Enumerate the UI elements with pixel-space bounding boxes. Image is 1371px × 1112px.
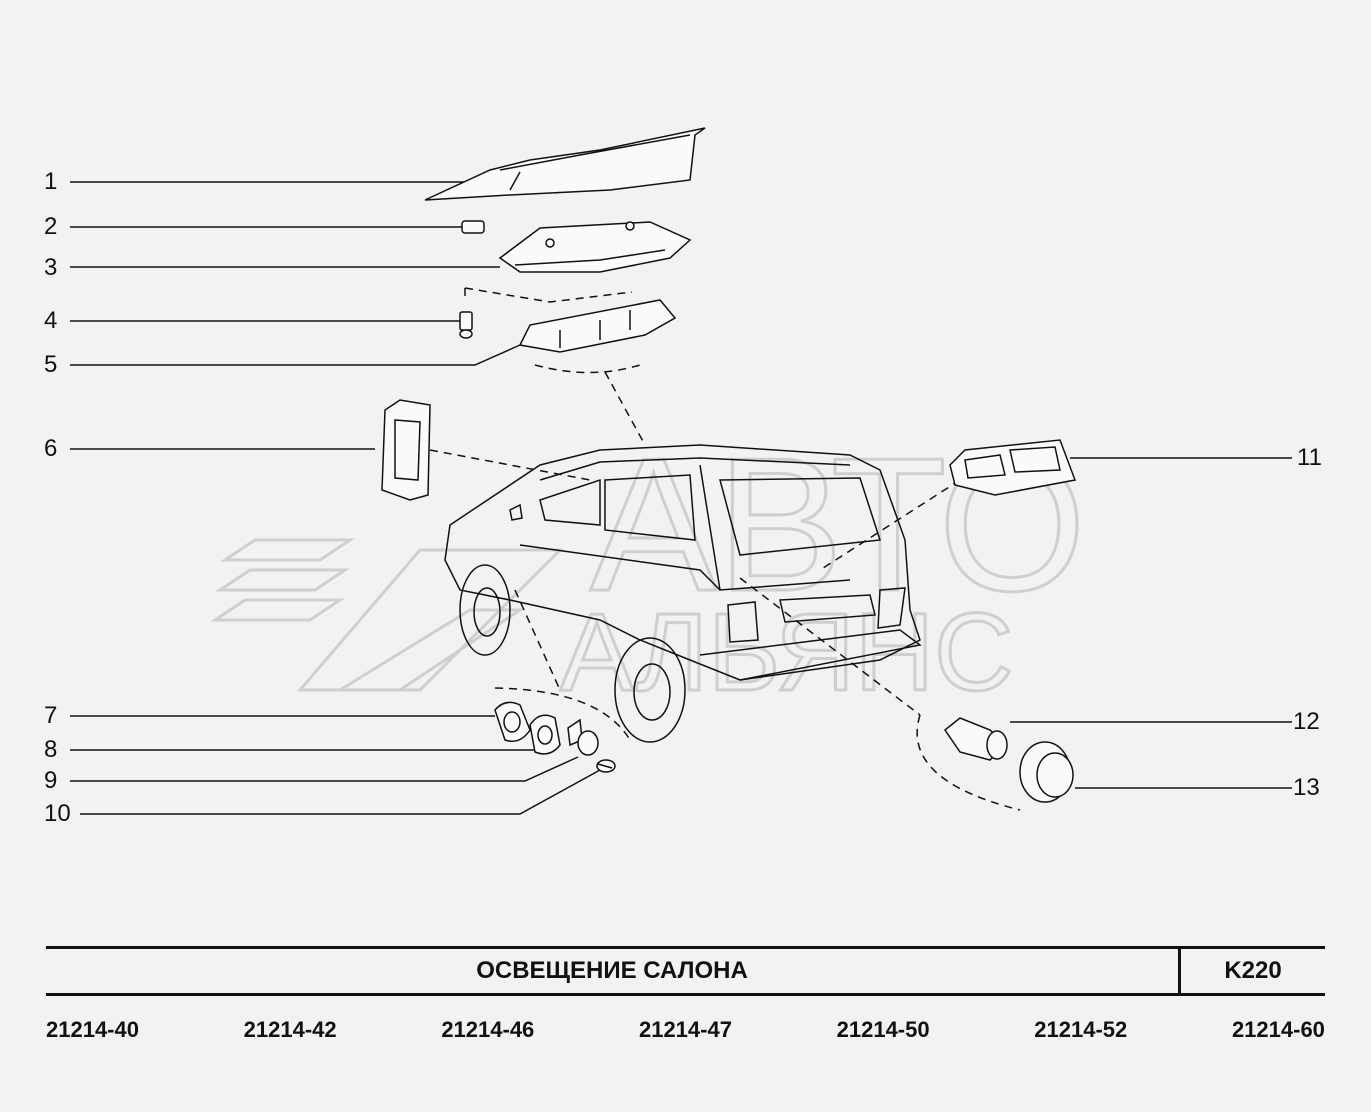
callout-3: 3 [44,254,58,281]
part-7-bezel [494,701,531,742]
title-divider [1178,949,1181,993]
model-code: 21214-40 [46,1017,139,1042]
callout-6: 6 [44,435,58,462]
callout-11: 11 [1297,444,1322,471]
watermark-logo [210,538,564,692]
part-12-door-switch [943,717,1008,761]
callout-4: 4 [44,307,58,334]
model-code: 21214-52 [1034,1017,1128,1042]
part-6-side-lamp [381,399,431,501]
model-list: 21214-40 21214-42 21214-46 21214-47 2121… [46,1016,1325,1044]
part-2-clip [461,220,485,234]
dashed-guides [429,287,1021,811]
part-3-lamp-body [498,221,692,273]
diagram-code: K220 [1224,957,1282,984]
part-5-lamp-base [518,299,677,353]
leader-lines [70,181,1292,815]
callout-2: 2 [44,213,58,240]
callout-10: 10 [44,800,71,827]
part-1-lamp-housing [424,127,706,201]
model-code: 21214-50 [836,1017,930,1042]
callout-8: 8 [44,736,58,763]
callout-9: 9 [44,767,58,794]
watermark-line2: АЛЬЯНС [560,591,1014,714]
callout-5: 5 [44,351,58,378]
callout-13: 13 [1293,774,1320,801]
model-code: 21214-46 [441,1017,535,1042]
model-code: 21214-47 [638,1017,732,1042]
callout-7: 7 [44,702,58,729]
part-4-screw [459,311,473,339]
part-11-trunk-lamp [949,439,1077,496]
car-outline [444,444,922,743]
part-8-gasket [529,714,561,755]
part-10-screw [596,759,616,773]
model-code: 21214-42 [243,1017,337,1042]
part-13-cap [1019,741,1074,803]
diagram-title: ОСВЕЩЕНИЕ САЛОНА [476,957,748,984]
model-code: 21214-60 [1231,1017,1325,1042]
title-block: ОСВЕЩЕНИЕ САЛОНА K220 [46,946,1325,996]
callout-1: 1 [44,168,58,195]
callout-12: 12 [1293,708,1320,735]
part-9-switch [567,718,599,756]
